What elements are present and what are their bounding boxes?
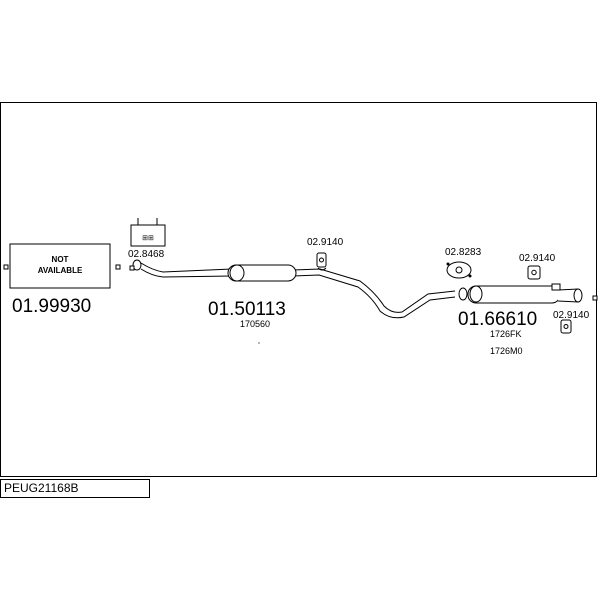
middle-oe-ref: 170560 xyxy=(240,319,270,329)
clamp-glyph: ⊞⊞ xyxy=(142,235,154,242)
hanger-mid[interactable]: 02.9140 xyxy=(307,237,344,271)
front-section[interactable]: NOT AVAILABLE 01.99930 xyxy=(3,243,121,317)
available-label: AVAILABLE xyxy=(38,266,83,275)
middle-silencer xyxy=(227,264,297,282)
clamp-body xyxy=(130,224,166,247)
drawing-code: PEUG21168B xyxy=(4,481,79,495)
hanger-rear-top[interactable]: 02.9140 xyxy=(519,253,556,280)
flange-clamp[interactable]: ⊞⊞ 02.8468 xyxy=(128,218,166,271)
rear-oe-ref-1: 1726FK xyxy=(490,329,522,339)
hanger-mid-icon xyxy=(316,252,327,268)
hanger-mid-part-number: 02.9140 xyxy=(307,237,344,248)
connector-right xyxy=(115,264,121,270)
silencer-end xyxy=(229,264,245,282)
hanger-rear-top-part-number: 02.9140 xyxy=(519,253,556,264)
gasket-part-number: 02.8283 xyxy=(445,247,482,258)
clamp-part-number: 02.8468 xyxy=(128,249,165,260)
connector-tail xyxy=(592,295,598,301)
middle-section[interactable]: 01.50113 170560 xyxy=(208,264,297,344)
hanger-rear-top-icon xyxy=(527,265,541,280)
hanger-rear-bottom-part-number: 02.9140 xyxy=(553,310,590,321)
front-part-number: 01.99930 xyxy=(12,296,91,317)
rear-oe-ref-2: 1726M0 xyxy=(490,346,523,356)
rear-section[interactable]: 01.66610 1726FK 1726M0 xyxy=(458,283,598,356)
pipe-run xyxy=(129,262,456,319)
connector-left xyxy=(3,264,9,270)
rear-part-number: 01.66610 xyxy=(458,309,537,330)
hanger-rear-bottom-icon xyxy=(560,319,572,334)
middle-part-number: 01.50113 xyxy=(208,299,286,320)
tailpipe-end xyxy=(573,288,583,303)
flange-ring xyxy=(132,259,142,271)
not-label: NOT xyxy=(52,255,69,264)
gasket-ring[interactable]: 02.8283 xyxy=(445,247,482,279)
gasket-icon xyxy=(446,261,472,279)
hanger-rear-bottom[interactable]: 02.9140 xyxy=(553,310,590,334)
dot-mark xyxy=(258,342,260,344)
diagram-frame xyxy=(0,102,597,477)
drawing-code-box: PEUG21168B xyxy=(0,479,150,498)
